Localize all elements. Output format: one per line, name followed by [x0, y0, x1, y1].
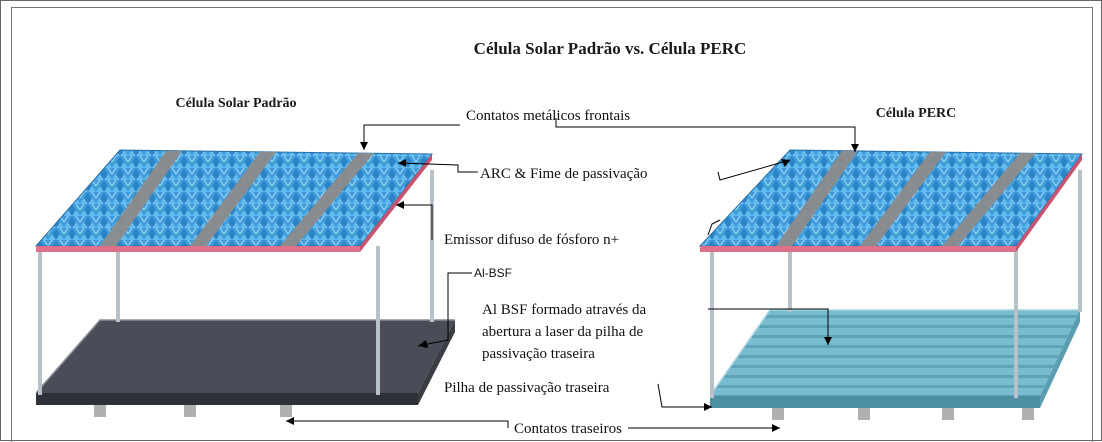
- perc-rear-contacts: [772, 408, 1034, 420]
- perc-cell: [698, 149, 1083, 420]
- leader-lines: [286, 118, 856, 429]
- standard-support-posts: [38, 170, 434, 395]
- label-emitter: Emissor difuso de fósforo n+: [444, 232, 619, 248]
- label-al-bsf-perc-line2: abertura a laser da pilha de: [482, 324, 644, 340]
- label-arc-passivation: ARC & Fime de passivação: [480, 166, 647, 182]
- standard-rear-contacts: [94, 405, 292, 417]
- left-cell-heading: Célula Solar Padrão: [175, 96, 296, 111]
- label-rear-passivation: Pilha de passivação traseira: [444, 380, 610, 396]
- standard-front-busbars: [100, 151, 374, 246]
- perc-front-busbars: [776, 151, 1036, 246]
- perc-rear-passivation-plate: [709, 309, 1080, 408]
- label-al-bsf-perc-line1: Al BSF formado através da: [482, 302, 646, 318]
- diagram-title: Célula Solar Padrão vs. Célula PERC: [474, 39, 747, 58]
- label-al-bsf-perc-line3: passivação traseira: [482, 346, 595, 362]
- label-front-contacts: Contatos metálicos frontais: [466, 108, 630, 124]
- right-cell-heading: Célula PERC: [876, 106, 957, 121]
- leader-arrowheads: [286, 142, 859, 432]
- label-rear-contacts: Contatos traseiros: [514, 421, 622, 437]
- standard-rear-al-plate: [35, 319, 455, 405]
- perc-support-posts: [710, 170, 1082, 398]
- label-al-bsf-standard: Al-BSF: [474, 266, 512, 280]
- diagram-inner-border: [11, 7, 1093, 442]
- standard-cell: [34, 149, 455, 417]
